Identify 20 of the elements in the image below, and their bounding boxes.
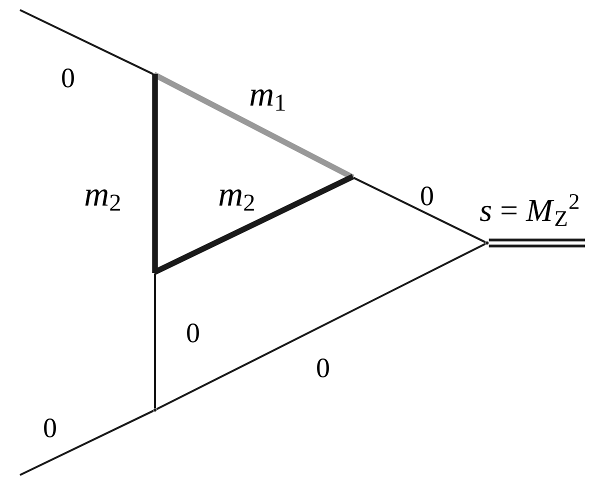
propagator-line — [353, 176, 486, 244]
edge-label: m$_{2}$ — [85, 189, 120, 211]
vertex-point — [485, 241, 489, 245]
vertex-point — [153, 408, 157, 412]
propagator-line — [154, 274, 156, 408]
edge-label: 0 — [187, 324, 199, 342]
propagator-line — [20, 410, 154, 476]
propagator-line — [152, 74, 158, 273]
edge-label: 0 — [62, 68, 74, 88]
double-line — [488, 238, 585, 248]
propagator-line — [154, 72, 354, 179]
edge-label: 0 — [421, 186, 433, 206]
edge-label: m$_{1}$ — [250, 89, 285, 111]
edge-label: 0 — [317, 358, 329, 378]
propagator-line — [20, 9, 154, 76]
edge-label: m$_{2}$ — [219, 189, 254, 211]
propagator-line — [154, 174, 354, 274]
edge-label: s = M$_{Z}$2 — [480, 194, 578, 226]
propagator-line — [156, 242, 486, 410]
edge-label: 0 — [44, 418, 56, 438]
